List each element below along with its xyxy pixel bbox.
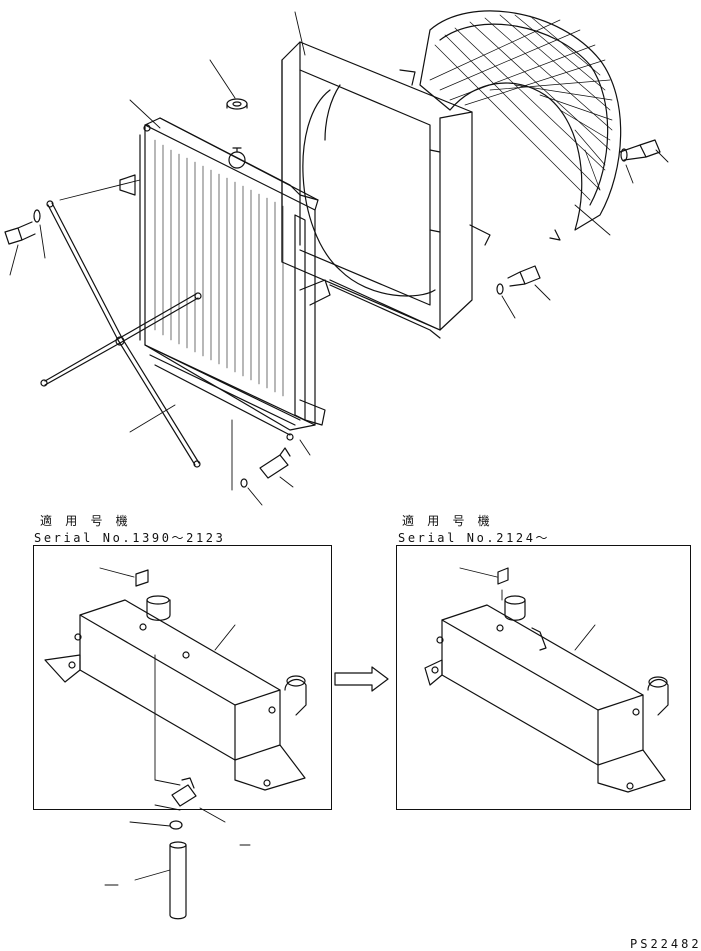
stay-rods bbox=[40, 200, 202, 468]
right-panel-frame bbox=[396, 545, 691, 810]
left-panel-title: 適 用 号 機 bbox=[40, 514, 131, 528]
left-panel-serial: Serial No.1390～2123 bbox=[34, 531, 226, 545]
leader-lines bbox=[9, 11, 669, 506]
right-panel-title: 適 用 号 機 bbox=[402, 514, 493, 528]
right-bolt bbox=[619, 139, 661, 162]
fan-shroud bbox=[281, 41, 491, 339]
left-panel-frame bbox=[33, 545, 332, 810]
radiator-core bbox=[119, 117, 331, 441]
drawing-code: PS22482 bbox=[630, 937, 701, 951]
sub-tank-old bbox=[44, 595, 307, 791]
cap-new bbox=[497, 567, 509, 585]
leader-lines-old bbox=[99, 567, 251, 886]
right-panel-serial: Serial No.2124～ bbox=[398, 531, 551, 545]
shroud-bolt bbox=[496, 265, 541, 295]
left-bolt bbox=[4, 209, 41, 245]
cap-old bbox=[135, 569, 149, 587]
fan-guard bbox=[399, 10, 622, 241]
drain-valve-old bbox=[169, 777, 197, 920]
leader-lines-new bbox=[459, 567, 596, 651]
drain-cock bbox=[240, 447, 291, 488]
cap-washer bbox=[226, 98, 248, 110]
sub-tank-new bbox=[424, 595, 669, 793]
